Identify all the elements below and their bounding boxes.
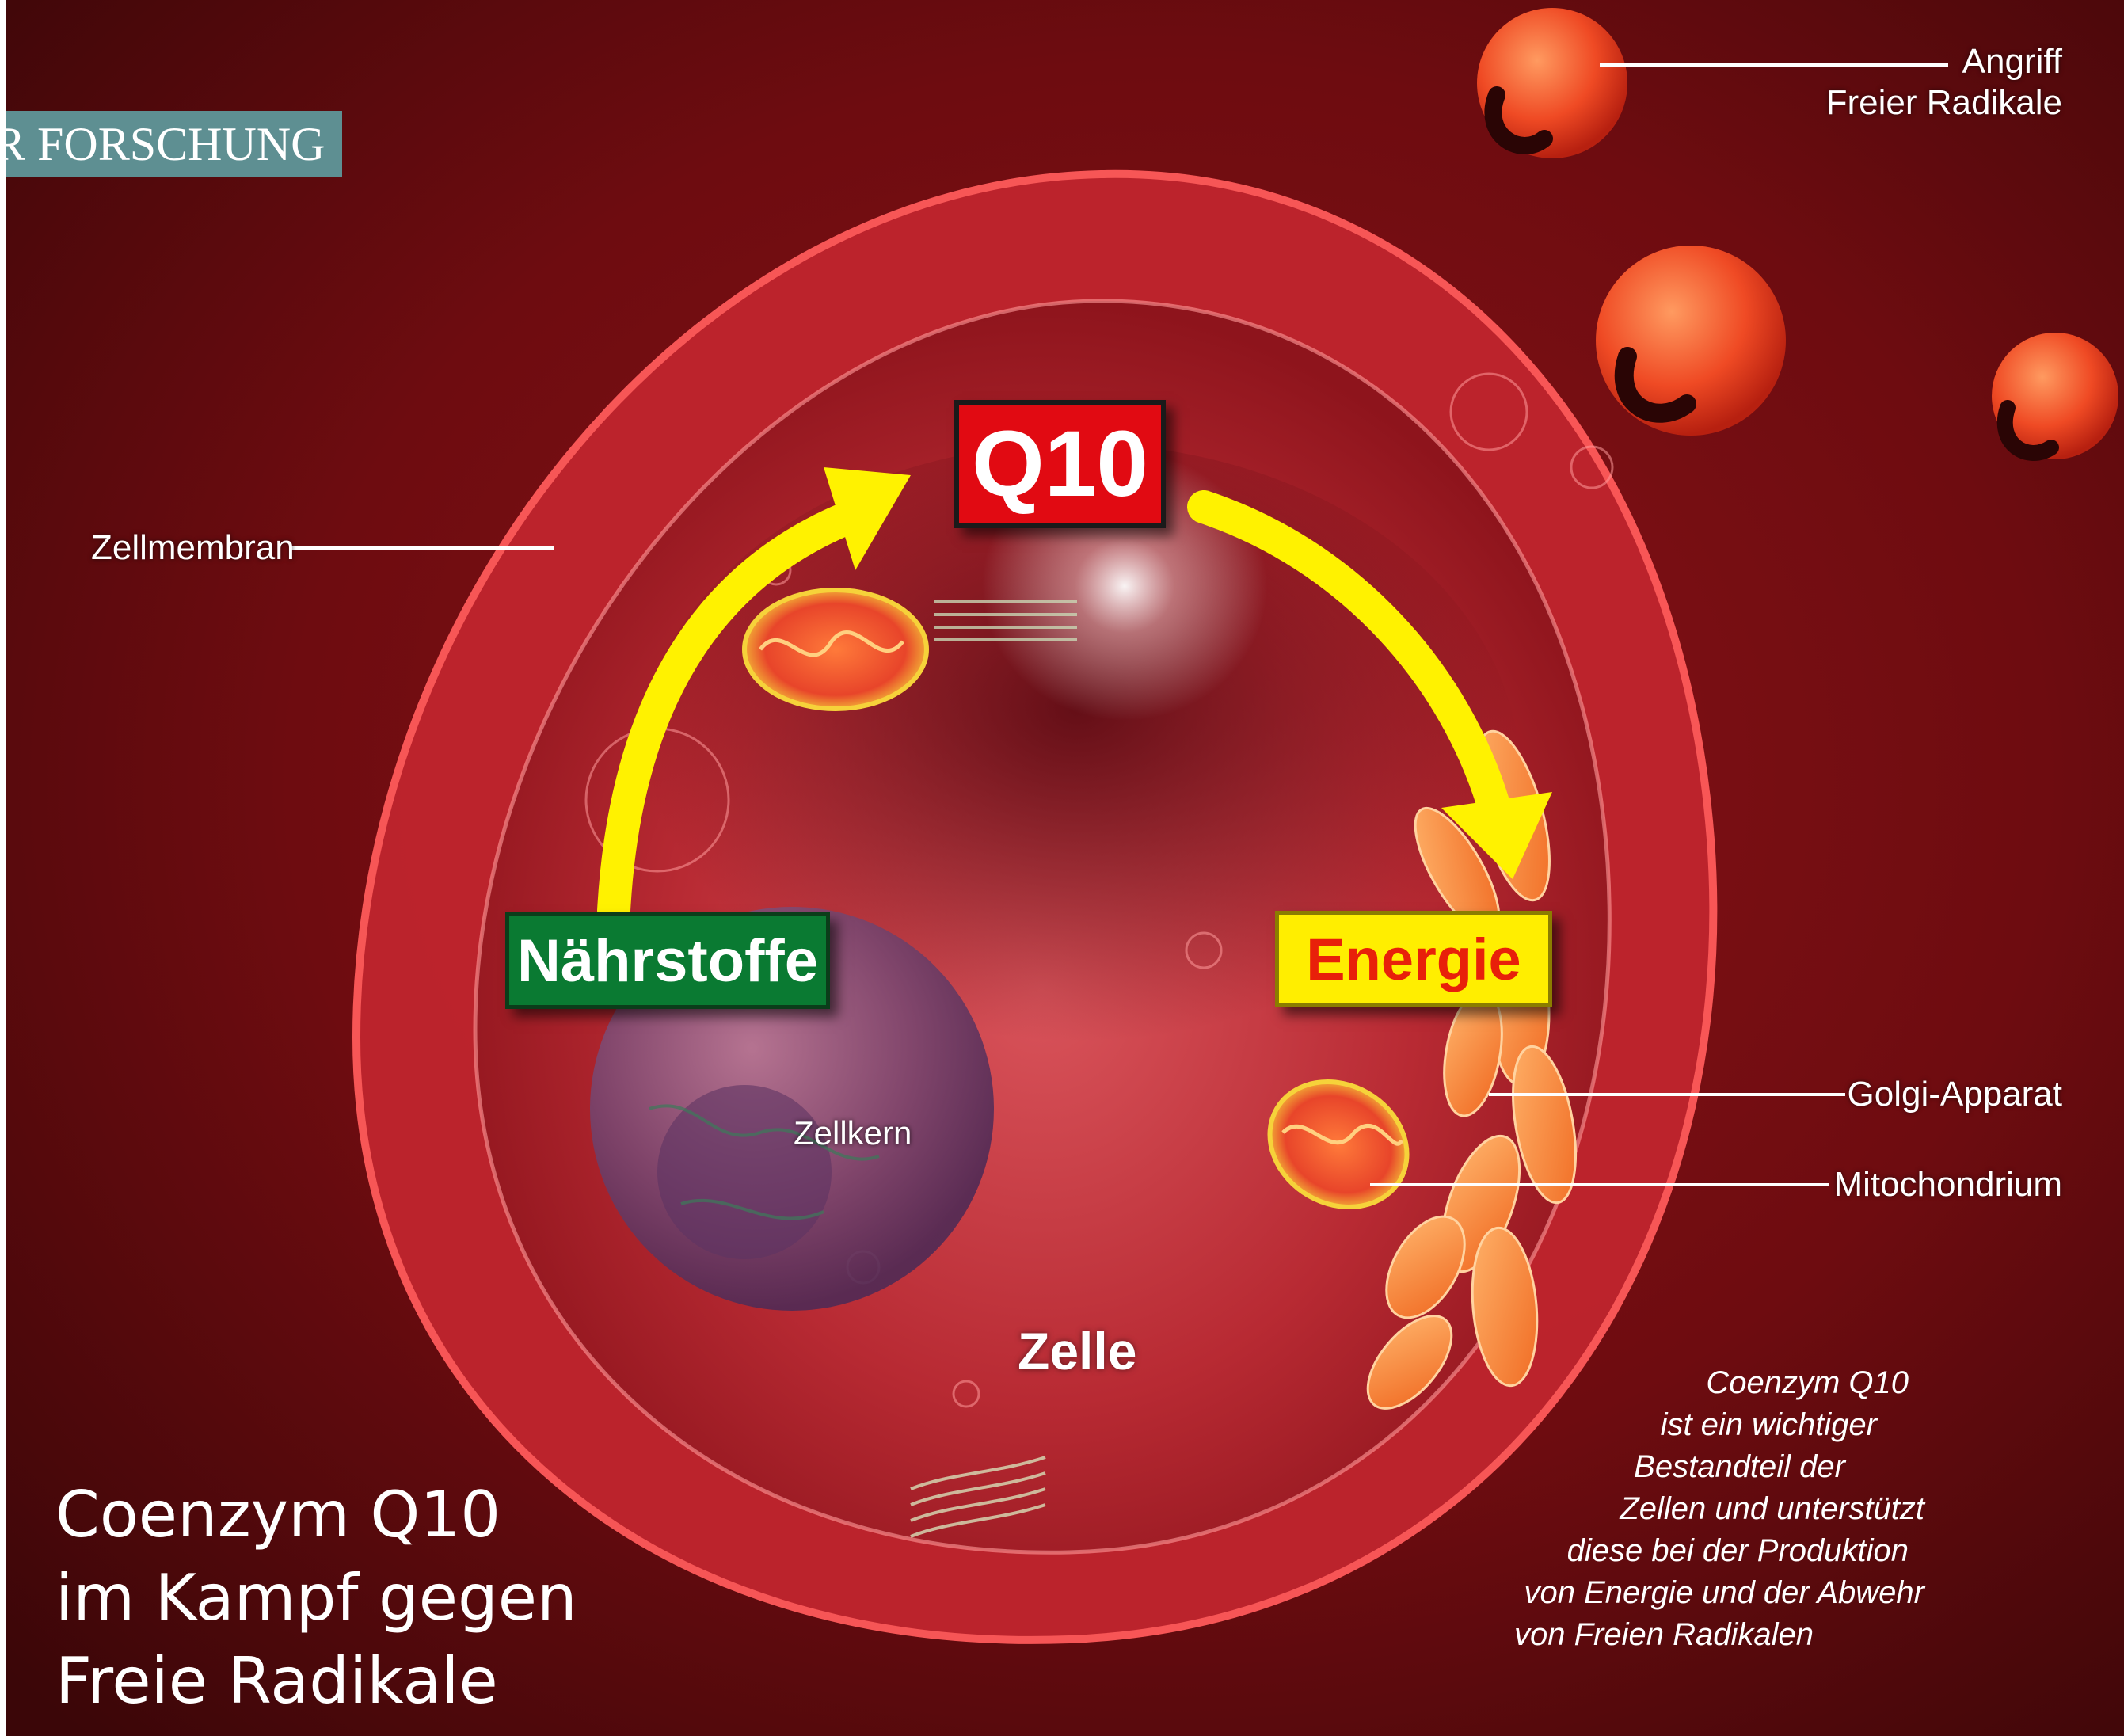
caption: Coenzym Q10 ist ein wichtiger Bestandtei… bbox=[1465, 1362, 1940, 1656]
caption-line-3: Bestandteil der bbox=[1465, 1446, 1940, 1488]
caption-line-6: von Energie und der Abwehr bbox=[1465, 1572, 1940, 1614]
headline-line-2: im Kampf gegen bbox=[55, 1556, 577, 1639]
header-text: R FORSCHUNG bbox=[6, 117, 325, 172]
label-zelle: Zelle bbox=[1018, 1321, 1136, 1381]
label-angriff: Angriff Freier Radikale bbox=[1826, 41, 2062, 124]
q10-tag: Q10 bbox=[954, 400, 1166, 528]
free-radical-2 bbox=[1596, 246, 1786, 436]
mitochondrion-top bbox=[744, 590, 927, 709]
headline-line-1: Coenzym Q10 bbox=[55, 1473, 577, 1556]
label-mitochondrium: Mitochondrium bbox=[1833, 1164, 2062, 1205]
headline-line-3: Freie Radikale bbox=[55, 1639, 577, 1723]
label-angriff-line-1: Angriff bbox=[1826, 41, 2062, 82]
free-radical-3 bbox=[1992, 333, 2118, 459]
label-zellmembran: Zellmembran bbox=[91, 527, 295, 569]
free-radical-1 bbox=[1477, 8, 1627, 158]
caption-line-5: diese bei der Produktion bbox=[1465, 1530, 1940, 1572]
caption-line-7: von Freien Radikalen bbox=[1465, 1614, 1940, 1656]
headline: Coenzym Q10 im Kampf gegen Freie Radikal… bbox=[55, 1473, 577, 1723]
caption-line-4: Zellen und unterstützt bbox=[1465, 1488, 1940, 1530]
label-angriff-line-2: Freier Radikale bbox=[1826, 82, 2062, 124]
caption-line-1: Coenzym Q10 bbox=[1465, 1362, 1940, 1404]
header-band: R FORSCHUNG bbox=[6, 111, 342, 177]
label-zellkern: Zellkern bbox=[794, 1114, 912, 1152]
caption-line-2: ist ein wichtiger bbox=[1465, 1404, 1940, 1446]
label-golgi-apparat: Golgi-Apparat bbox=[1848, 1074, 2062, 1115]
naehrstoffe-tag: Nährstoffe bbox=[505, 912, 830, 1009]
energie-tag: Energie bbox=[1275, 911, 1552, 1007]
